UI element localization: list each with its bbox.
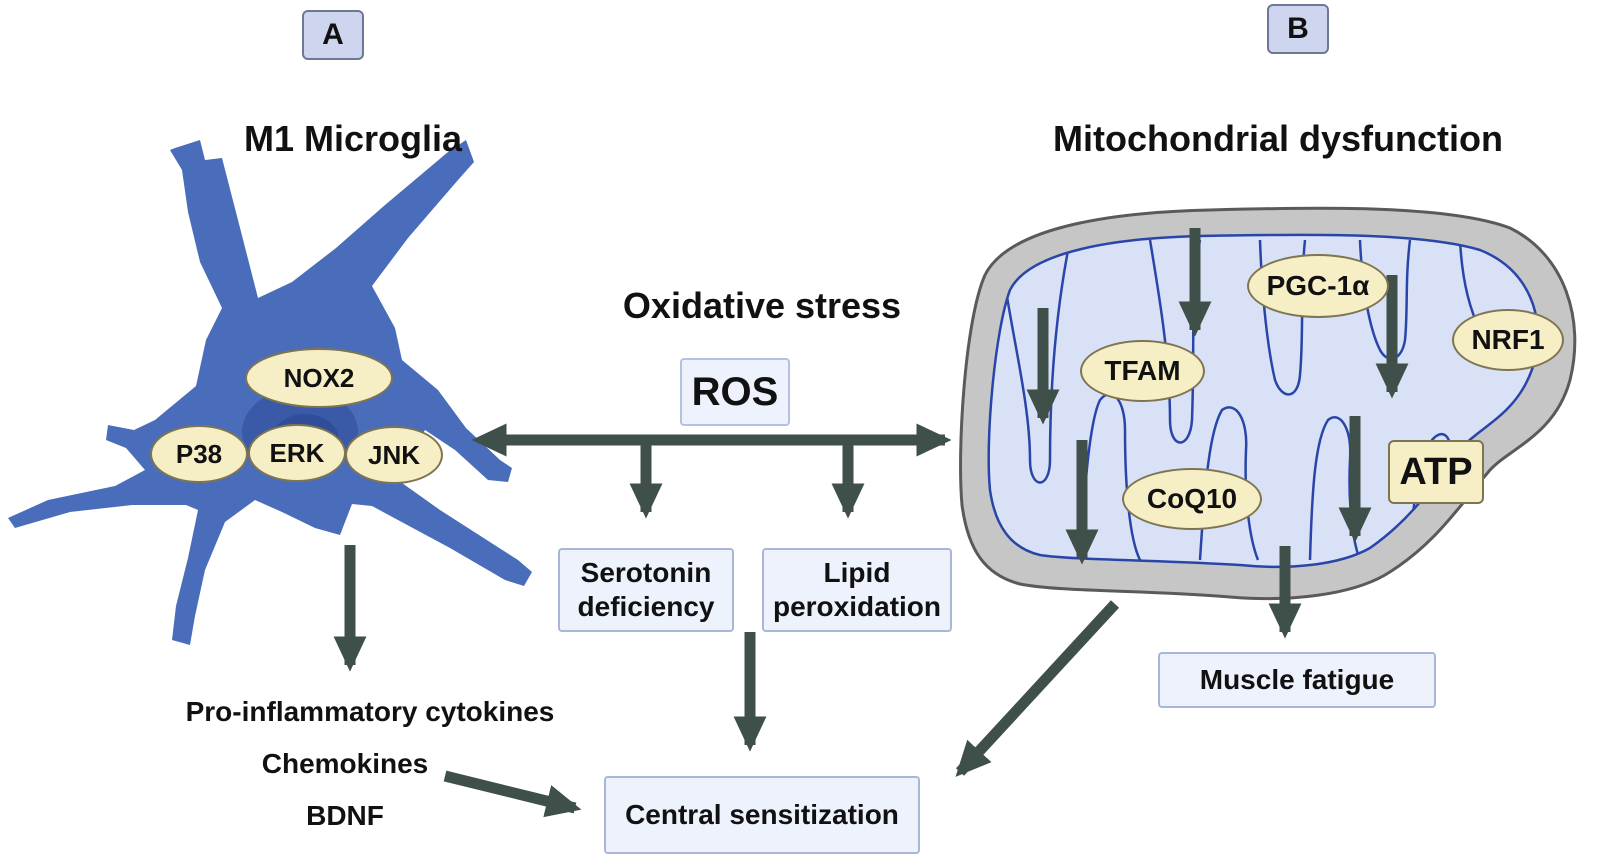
marker-tfam: TFAM bbox=[1080, 340, 1205, 402]
box-muscle-fatigue: Muscle fatigue bbox=[1158, 652, 1436, 708]
mito-downregulation-arrows bbox=[1026, 228, 1409, 565]
box-serotonin-deficiency: Serotonin deficiency bbox=[558, 548, 734, 632]
panel-badge-a: A bbox=[302, 10, 364, 60]
arrow-outputs-to-central bbox=[443, 770, 582, 818]
marker-atp: ATP bbox=[1388, 440, 1484, 504]
marker-nox2: NOX2 bbox=[245, 348, 393, 408]
box-ros: ROS bbox=[680, 358, 790, 426]
pathway-arrows bbox=[333, 423, 1302, 818]
box-lipid-peroxidation: Lipid peroxidation bbox=[762, 548, 952, 632]
output-chemokines: Chemokines bbox=[261, 748, 429, 779]
arrow-mito-to-central bbox=[955, 600, 1120, 777]
marker-coq10: CoQ10 bbox=[1122, 468, 1262, 530]
marker-p38: P38 bbox=[150, 425, 248, 483]
panel-badge-b: B bbox=[1267, 4, 1329, 54]
heading-oxidative-stress: Oxidative stress bbox=[622, 285, 902, 326]
marker-erk: ERK bbox=[248, 424, 346, 482]
heading-mitochondrial-dysfunction: Mitochondrial dysfunction bbox=[1053, 118, 1503, 159]
heading-m1-microglia: M1 Microglia bbox=[243, 118, 463, 159]
output-pro-inflammatory-cytokines: Pro-inflammatory cytokines bbox=[185, 696, 555, 727]
output-bdnf: BDNF bbox=[306, 800, 384, 831]
marker-pgc1a: PGC-1α bbox=[1247, 254, 1389, 318]
marker-nrf1: NRF1 bbox=[1452, 309, 1564, 371]
box-central-sensitization: Central sensitization bbox=[604, 776, 920, 854]
marker-jnk: JNK bbox=[345, 426, 443, 484]
